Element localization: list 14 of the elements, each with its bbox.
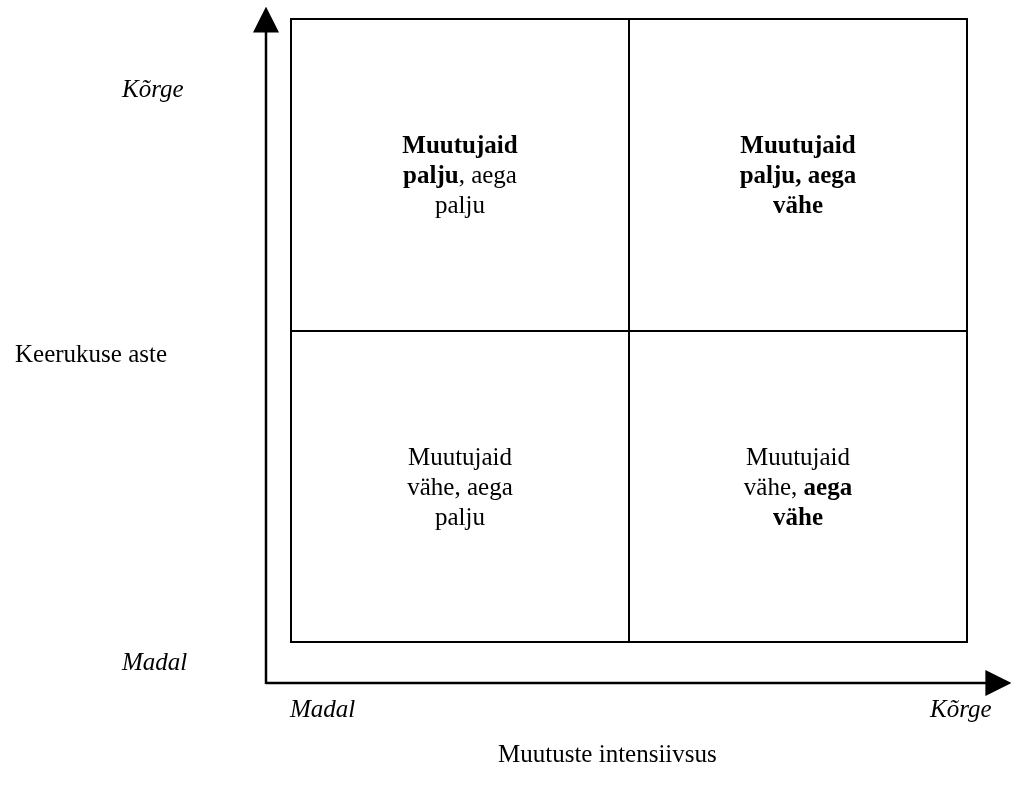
- axis-title: Muutuste intensiivsus: [498, 740, 717, 768]
- axis-title: Keerukuse aste: [15, 340, 167, 368]
- quadrant-text: Muutujaid palju, aega vähe: [738, 130, 858, 220]
- axis-level-label: Madal: [122, 648, 188, 676]
- quadrant-cell: [290, 330, 630, 643]
- quadrant-text: Muutujaid palju, aega palju: [401, 130, 519, 220]
- quadrant-cell: [628, 18, 968, 332]
- quadrant-text: Muutujaid vähe, aega palju: [406, 441, 514, 532]
- axis-level-label: Madal: [290, 695, 356, 723]
- quadrant-cell: [628, 330, 968, 643]
- quadrant-text: Muutujaid vähe, aega vähe: [742, 441, 854, 532]
- quadrant-cell: [290, 18, 630, 332]
- axis-level-label: Kõrge: [930, 695, 992, 723]
- axis-level-label: Kõrge: [122, 75, 184, 103]
